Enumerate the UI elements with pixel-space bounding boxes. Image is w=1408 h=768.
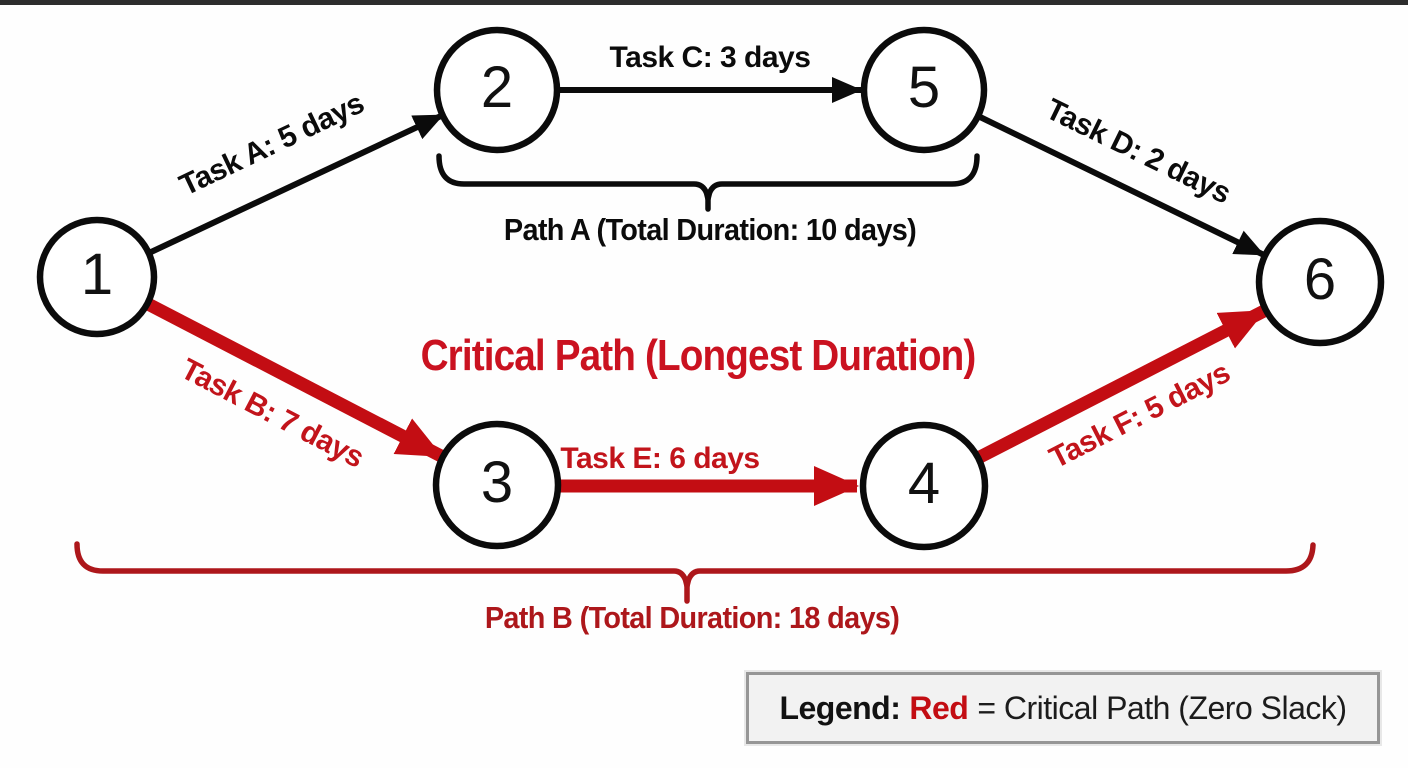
critical-path-heading: Critical Path (Longest Duration): [420, 331, 977, 380]
edge-5-6: [976, 113, 1266, 258]
legend-text: = Critical Path (Zero Slack): [977, 689, 1347, 726]
path-a-brace: [436, 153, 980, 212]
node-label-6: 6: [1303, 246, 1337, 312]
legend-key-red: Red: [909, 689, 969, 726]
node-circle-3: [432, 420, 562, 550]
legend-box: Legend: Red = Critical Path (Zero Slack): [746, 672, 1380, 744]
legend-title: Legend:: [779, 689, 901, 726]
edges-noncritical: [147, 77, 1266, 258]
node-label-2: 2: [480, 54, 514, 120]
node-label-4: 4: [907, 450, 941, 516]
node-label-1: 1: [80, 241, 114, 307]
edge-1-3: [145, 298, 444, 462]
edge-label-task-c: Task C: 3 days: [609, 41, 811, 74]
node-circle-6: [1255, 217, 1385, 347]
node-label-3: 3: [480, 449, 514, 515]
scan-artifact-top: [0, 0, 1408, 5]
path-b-brace-line: [74, 541, 1316, 589]
nodes: [36, 26, 1385, 551]
path-a-label: Path A (Total Duration: 10 days): [503, 212, 917, 247]
node-circle-2: [433, 26, 561, 154]
node-label-5: 5: [907, 54, 941, 120]
path-a-brace-line: [436, 153, 980, 202]
node-circle-1: [36, 216, 158, 338]
path-b-brace: [74, 541, 1316, 604]
edge-label-task-e: Task E: 6 days: [560, 442, 760, 475]
edges-critical: [145, 298, 1267, 506]
path-b-label: Path B (Total Duration: 18 days): [484, 600, 900, 635]
node-circle-5: [860, 26, 988, 154]
node-circle-4: [859, 421, 989, 551]
edge-4-6: [975, 305, 1267, 464]
edge-1-2: [147, 112, 445, 256]
